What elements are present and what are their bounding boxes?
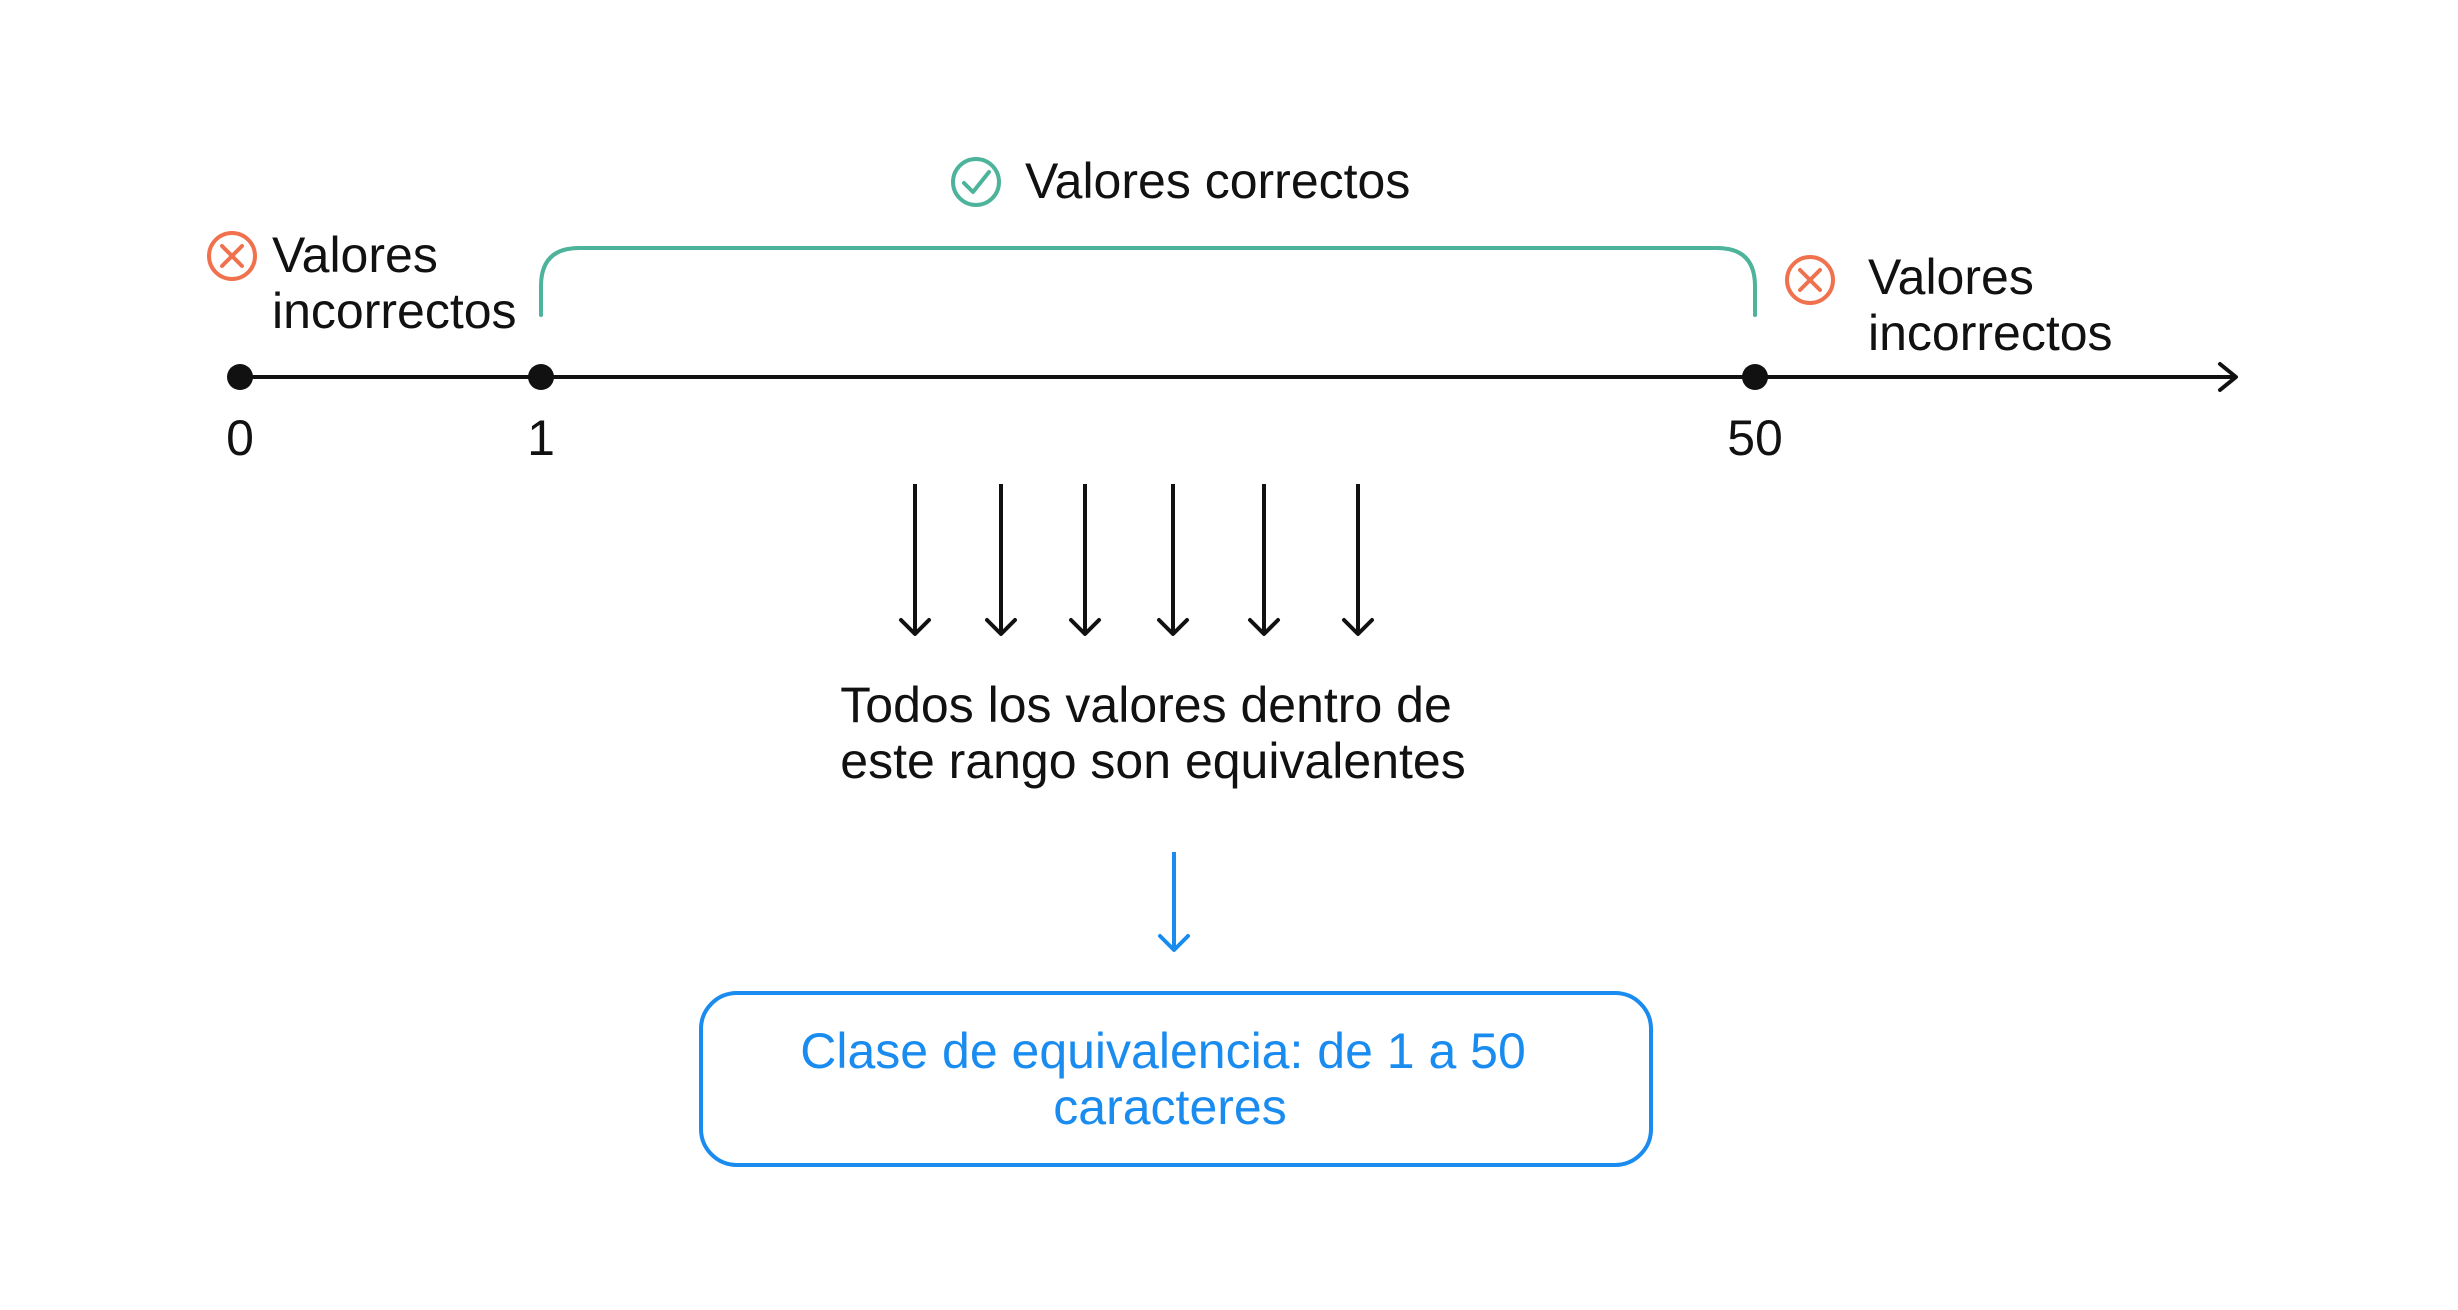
axis-arrowhead [2218, 362, 2238, 392]
equivalence-arrows [899, 484, 1374, 636]
tick-label-50: 50 [1727, 410, 1783, 466]
invalid-values-text-right: Valores incorrectos [1868, 249, 2113, 361]
equivalence-class-text: Clase de equivalencia: de 1 a 50 caracte… [800, 1023, 1539, 1135]
equivalence-class-box: Clase de equivalencia: de 1 a 50 caracte… [699, 991, 1653, 1167]
tick-dot-50 [1742, 364, 1768, 390]
number-line: 0 1 50 [226, 362, 2238, 466]
tick-dot-1 [528, 364, 554, 390]
down-arrow-1 [899, 484, 931, 636]
equivalence-note-line-2: este rango son equivalentes [840, 733, 1465, 789]
valid-values-text: Valores correctos [1025, 153, 1410, 209]
invalid-values-label-right: Valores incorrectos [1785, 249, 2113, 361]
x-circle-icon [207, 231, 257, 281]
tick-label-0: 0 [226, 410, 254, 466]
down-arrow-3 [1069, 484, 1101, 636]
check-circle-icon [951, 157, 1001, 207]
invalid-left-line-1: Valores [272, 227, 438, 283]
equivalence-note: Todos los valores dentro de este rango s… [840, 677, 1465, 789]
x-circle-icon [1785, 255, 1835, 305]
down-arrow-4 [1157, 484, 1189, 636]
valid-range-bracket [539, 246, 1757, 317]
tick-label-1: 1 [527, 410, 555, 466]
valid-values-label: Valores correctos [951, 153, 1410, 209]
equivalence-note-line-1: Todos los valores dentro de [840, 677, 1451, 733]
invalid-left-line-2: incorrectos [272, 283, 517, 339]
down-arrow-5 [1248, 484, 1280, 636]
number-line-ticks: 0 1 50 [226, 364, 1783, 466]
invalid-values-label-left: Valores incorrectos [207, 227, 517, 339]
down-arrow-6 [1342, 484, 1374, 636]
equivalence-class-line-1: Clase de equivalencia: de 1 a 50 [800, 1023, 1526, 1079]
result-arrow [1158, 852, 1190, 952]
invalid-right-line-2: incorrectos [1868, 305, 2113, 361]
invalid-values-text-left: Valores incorrectos [272, 227, 517, 339]
invalid-right-line-1: Valores [1868, 249, 2034, 305]
down-arrow-2 [985, 484, 1017, 636]
equivalence-class-line-2: caracteres [1053, 1079, 1286, 1135]
tick-dot-0 [227, 364, 253, 390]
